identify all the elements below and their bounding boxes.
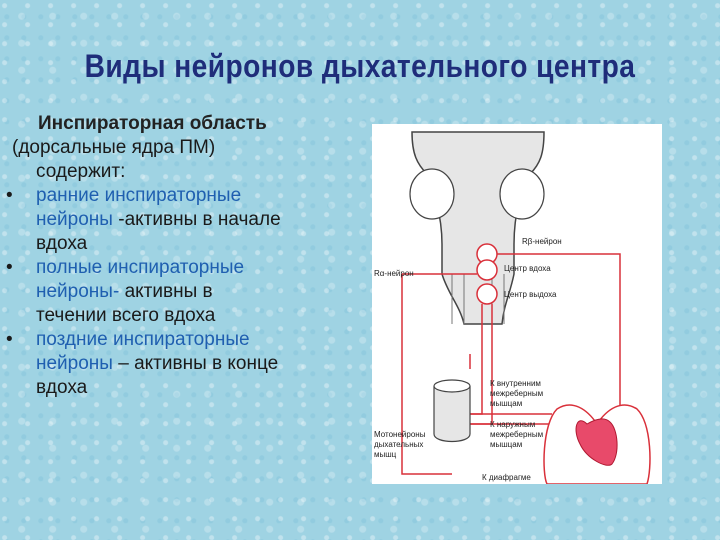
- motor-neurons-label-2: дыхательных: [374, 440, 423, 449]
- bullet-term-line2: нейроны-: [36, 281, 120, 302]
- diaphragm-label: К диафрагме: [482, 473, 531, 482]
- neural-pathways: [401, 253, 621, 475]
- motor-neurons-label-1: Мотонейроны: [374, 430, 426, 439]
- bullet-item-early: ранние инспираторные нейроны -активны в …: [0, 184, 370, 256]
- bullet-item-late: поздние инспираторные нейроны – активны …: [0, 328, 370, 400]
- bullet-term-line1: поздние инспираторные: [36, 329, 250, 350]
- motor-neuron-block: [433, 386, 471, 443]
- bullet-desc: -активны в начале: [112, 209, 281, 230]
- respiratory-center-diagram: Rβ-нейрон Rα-нейрон Центр вдоха Центр вы…: [374, 131, 651, 484]
- brainstem-right-lobe: [499, 168, 545, 220]
- bullet-desc: активны в: [119, 281, 213, 302]
- brainstem-left-lobe: [409, 168, 455, 220]
- external-muscles-label-2: межреберным: [490, 430, 543, 439]
- heart-shape: [575, 418, 618, 466]
- bullet-term-line1: полные инспираторные: [36, 257, 245, 278]
- bullet-desc-line3: течении всего вдоха: [36, 305, 216, 326]
- text-block: Инспираторная область (дорсальные ядра П…: [0, 112, 370, 400]
- inspiration-center-label: Центр вдоха: [504, 264, 551, 273]
- inspiration-center: [476, 259, 498, 281]
- internal-muscles-label-2: межреберным: [490, 389, 543, 398]
- internal-muscles-label-1: К внутренним: [490, 379, 541, 388]
- bullet-term-line1: ранние инспираторные: [36, 185, 242, 206]
- respiratory-center-figure: Rβ-нейрон Rα-нейрон Центр вдоха Центр вы…: [372, 124, 662, 484]
- ralpha-label: Rα-нейрон: [374, 269, 414, 278]
- internal-muscles-label-3: мышцам: [490, 399, 522, 408]
- bullet-term-line2: нейроны: [36, 353, 113, 374]
- bullet-desc: – активны в конце: [112, 353, 279, 374]
- bullet-term-line2: нейроны: [36, 209, 113, 230]
- motor-neurons-label-3: мышц: [374, 450, 397, 459]
- slide-title: Виды нейронов дыхательного центра: [84, 48, 636, 84]
- external-muscles-label-1: К наружным: [490, 420, 535, 429]
- bullet-desc-line3: вдоха: [36, 233, 88, 254]
- subtitle-line-2: содержит:: [36, 161, 126, 182]
- bullet-desc-line3: вдоха: [36, 377, 88, 398]
- bullet-item-full: полные инспираторные нейроны- активны в …: [0, 256, 370, 328]
- subtitle-line-1: (дорсальные ядра ПМ): [12, 137, 216, 158]
- expiration-center-label: Центр выдоха: [504, 290, 557, 299]
- expiration-center: [476, 283, 498, 305]
- section-heading: Инспираторная область: [38, 113, 267, 134]
- external-muscles-label-3: мышцам: [490, 440, 522, 449]
- rbeta-label: Rβ-нейрон: [522, 237, 562, 246]
